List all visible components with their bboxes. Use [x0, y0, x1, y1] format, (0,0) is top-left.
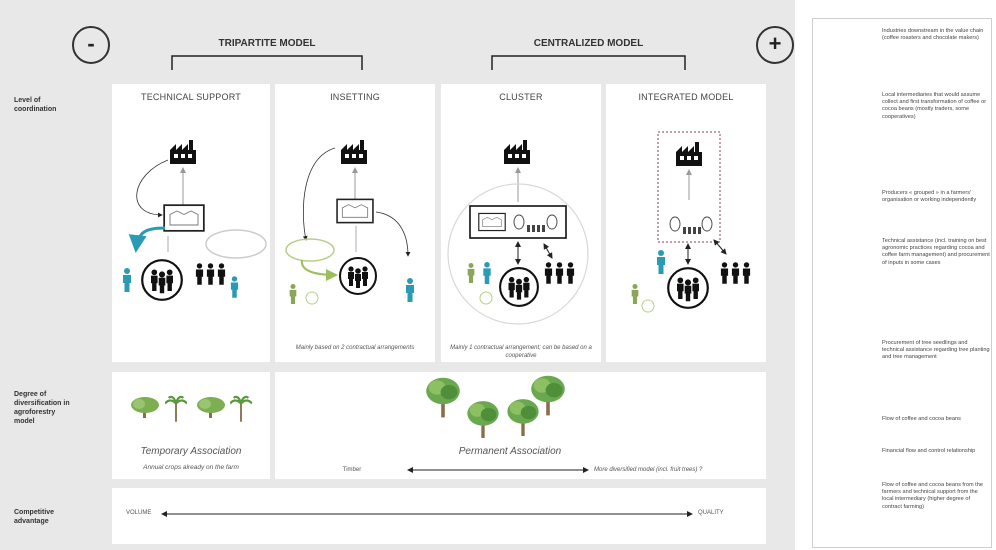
legend-thin-arrow-text: Flow of coffee and cocoa beans	[882, 416, 961, 422]
temporary-association-label: Temporary Association	[140, 446, 242, 457]
legend-warehouse-text: Local intermediaries that would assume c…	[882, 92, 987, 120]
more-diversified-label: More diversified model (incl. fruit tree…	[594, 467, 703, 473]
quality-label: QUALITY	[698, 510, 724, 516]
legend-panel	[812, 18, 992, 548]
legend-double-arrow-text: Flow of coffee and cocoa beans from the …	[882, 482, 983, 510]
column-cluster: CLUSTER	[499, 92, 543, 102]
panel-integrated-model	[606, 84, 766, 362]
timber-label: Timber	[342, 467, 362, 473]
row-label-diversification: Degree of diversification in agroforestr…	[14, 391, 70, 425]
centralized-model-title: CENTRALIZED MODEL	[533, 38, 644, 49]
volume-label: VOLUME	[126, 510, 152, 516]
panel-permanent	[275, 372, 766, 479]
panel-temporary	[112, 372, 270, 479]
row-label-competitive: Competitive advantage	[14, 509, 55, 525]
plus-sign: +	[756, 26, 794, 64]
permanent-association-label: Permanent Association	[458, 446, 562, 457]
row-label-coordination: Level of coordination	[14, 97, 57, 113]
column-technical-support: TECHNICAL SUPPORT	[141, 92, 241, 102]
legend-person-text: Technical assistance (incl. training on …	[882, 238, 990, 266]
column-insetting: INSETTING	[330, 92, 380, 102]
legend-producers-text: Producers « grouped » in a farmers' orga…	[882, 190, 977, 204]
legend-seedling-text: Procurement of tree seedlings and techni…	[882, 340, 990, 361]
column-integrated-model: INTEGRATED MODEL	[638, 92, 734, 102]
insetting-note: Mainly based on 2 contractual arrangemen…	[295, 345, 415, 351]
minus-sign: -	[72, 26, 110, 64]
legend-factory-text: Industries downstream in the value chain…	[882, 28, 984, 42]
temporary-association-note: Annual crops already on the farm	[143, 464, 239, 471]
tripartite-model-title: TRIPARTITE MODEL	[218, 38, 316, 49]
cluster-note: Mainly 1 contractual arrangement; can be…	[450, 345, 592, 359]
legend-arrow-text: Financial flow and control relationship	[882, 448, 976, 454]
